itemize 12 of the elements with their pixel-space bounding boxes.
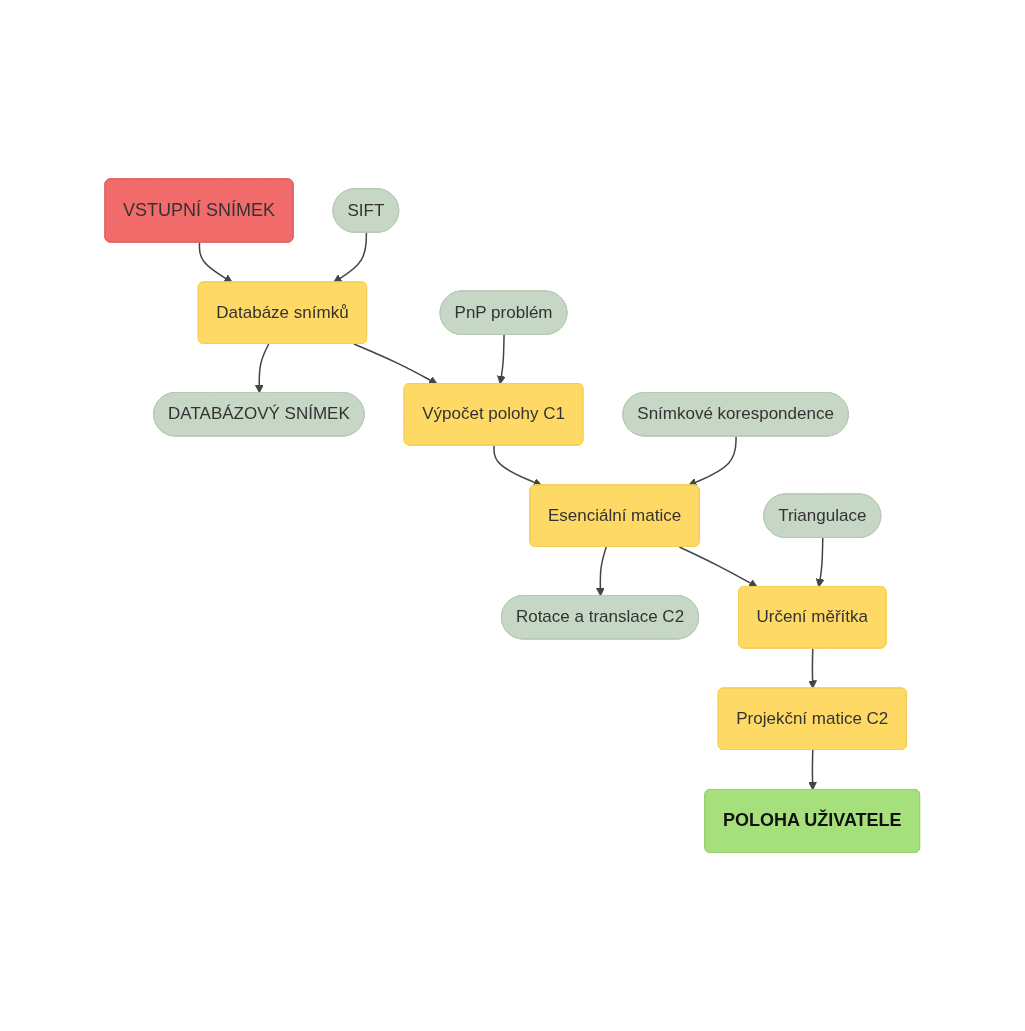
arrow <box>255 343 270 394</box>
arrow <box>596 546 608 597</box>
arrow <box>808 749 818 791</box>
arrow <box>493 444 543 487</box>
arrow <box>353 343 438 385</box>
arrow <box>678 546 758 588</box>
arrow <box>688 435 738 487</box>
arrow <box>497 334 506 385</box>
arrow <box>808 647 818 689</box>
arrow <box>333 231 368 283</box>
arrow <box>816 537 825 588</box>
arrow <box>198 241 233 283</box>
